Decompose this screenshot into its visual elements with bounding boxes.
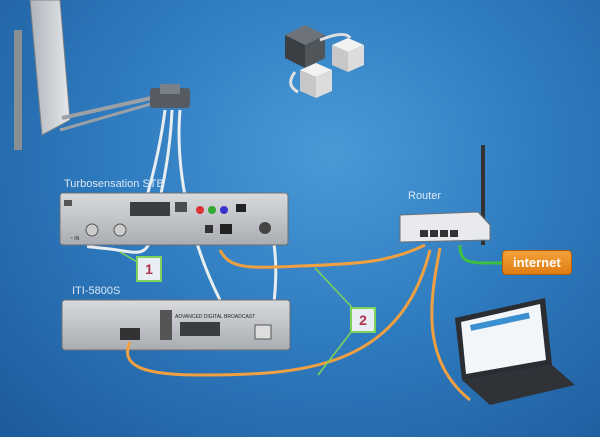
ethernet-cables [126,243,471,402]
callout-badge-2: 2 [350,307,376,333]
svg-text:~ IN: ~ IN [70,236,80,242]
router-label: Router [408,190,442,202]
sync-cubes-icon [285,25,364,98]
receiver-2-label: ITI-5800S [72,285,121,297]
internet-badge: internet [502,250,572,275]
receiver-2-panel-text: ADVANCED DIGITAL BROADCAST [175,314,255,320]
callout-badge-1: 1 [136,256,162,282]
internet-cable [458,244,506,265]
receiver-1-label: Turbosensation STB [64,178,164,190]
router-icon [399,145,491,245]
satellite-dish-icon [14,0,190,150]
receiver-2: ADVANCED DIGITAL BROADCAST [61,299,291,351]
laptop-icon [455,298,575,405]
receiver-1: ~ IN [59,192,289,246]
